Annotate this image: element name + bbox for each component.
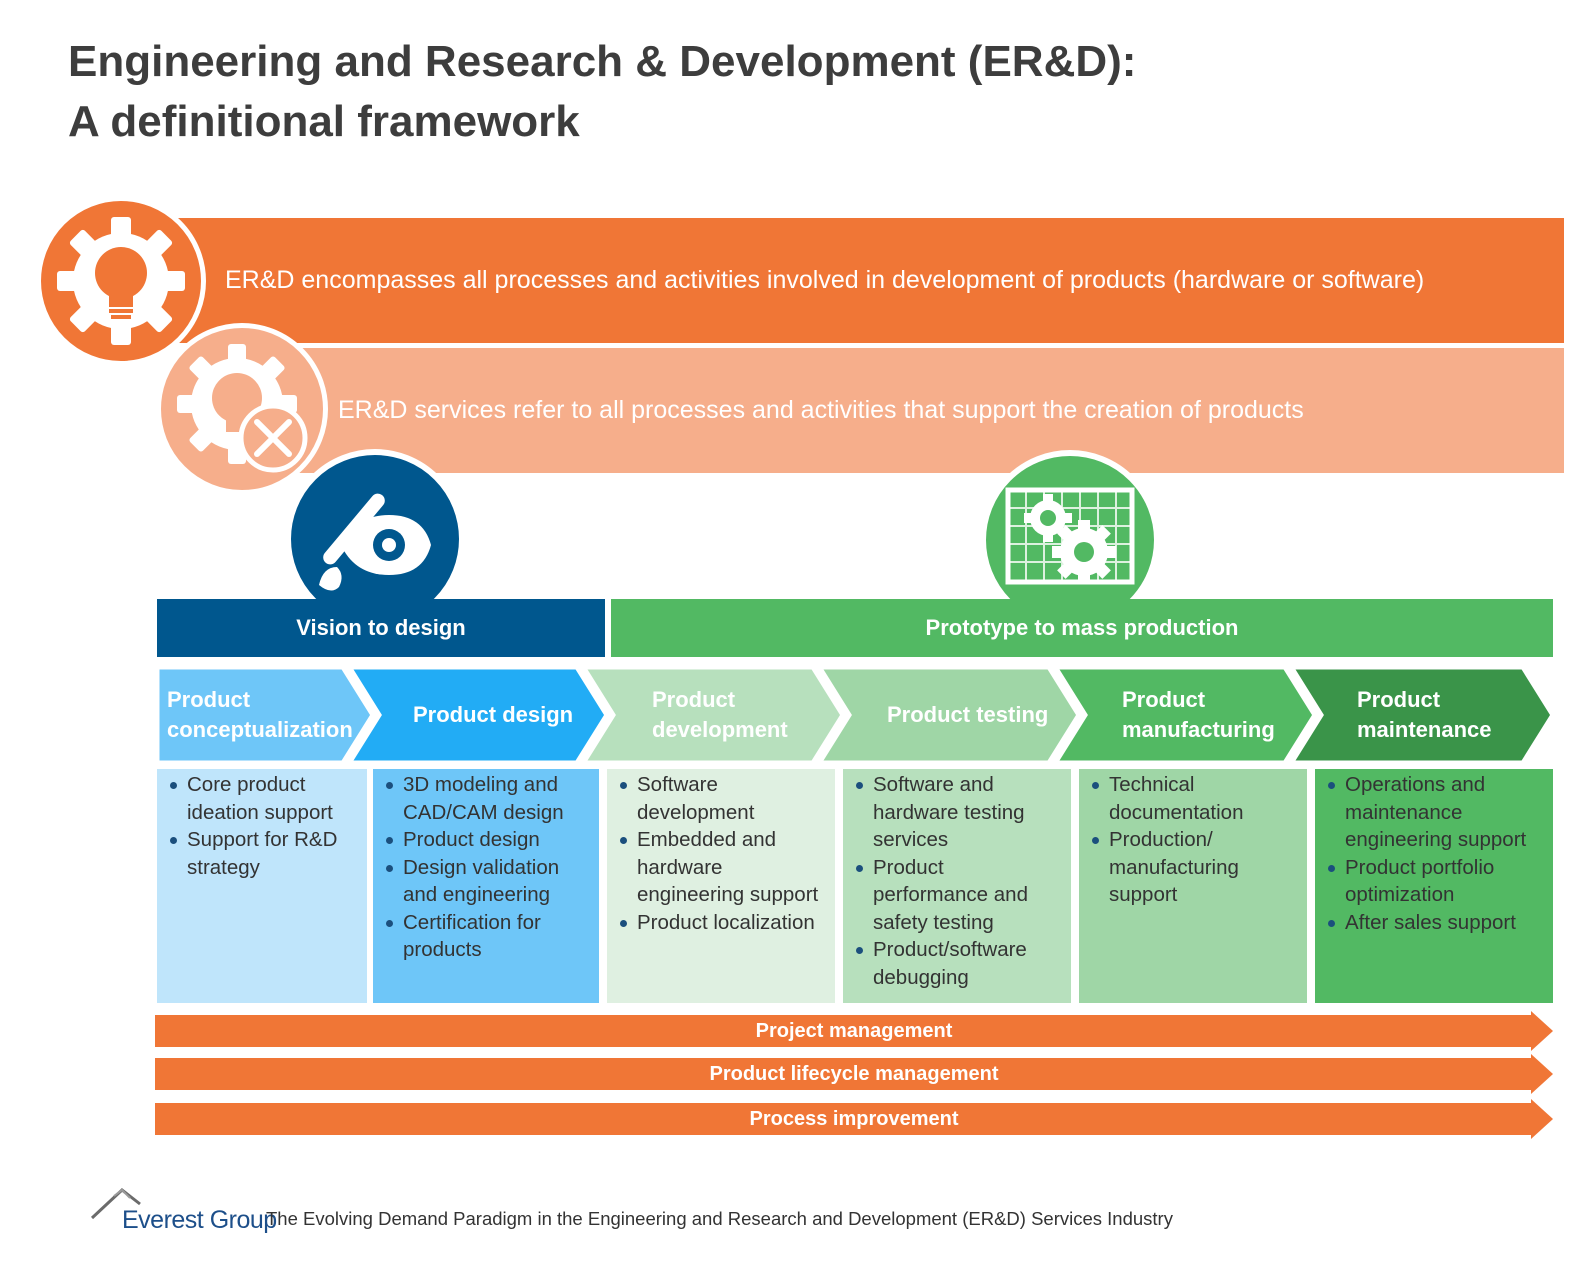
list-item: Production/ manufacturing support	[1087, 826, 1299, 909]
title-line-1: Engineering and Research & Development (…	[68, 37, 1137, 86]
stage-label-manufacturing: Product manufacturing	[1122, 687, 1275, 742]
phase-vision-label: Vision to design	[296, 615, 466, 640]
footer: Everest Group The Evolving Demand Paradi…	[90, 1180, 1173, 1240]
list-item: Product design	[381, 826, 591, 854]
stage-label-maintenance: Product maintenance	[1357, 687, 1492, 742]
stage-column-conceptualization: Core product ideation support Support fo…	[157, 769, 367, 1003]
stage-column-design: 3D modeling and CAD/CAM design Product d…	[373, 769, 599, 1003]
gear-lightbulb-icon	[36, 196, 206, 366]
erd-definition-band: ER&D encompasses all processes and activ…	[150, 218, 1564, 343]
phase-vision-to-design: Vision to design	[157, 599, 605, 657]
list-item: Software development	[615, 771, 827, 826]
list-item: 3D modeling and CAD/CAM design	[381, 771, 591, 826]
stage-label-conceptualization: Product conceptualization	[167, 687, 353, 742]
list-item: Certification for products	[381, 909, 591, 964]
list-item: Product/software debugging	[851, 936, 1063, 991]
stage-column-manufacturing: Technical documentation Production/ manu…	[1079, 769, 1307, 1003]
list-item: Product localization	[615, 909, 827, 937]
list-item: Operations and maintenance engineering s…	[1323, 771, 1545, 854]
list-item: Design validation and engineering	[381, 854, 591, 909]
phase-prototype-label: Prototype to mass production	[925, 615, 1239, 640]
stage-label-design: Product design	[413, 702, 574, 727]
phase-prototype-to-mass-production: Prototype to mass production	[611, 599, 1553, 657]
everest-group-logo: Everest Group	[90, 1182, 277, 1240]
stage-column-maintenance: Operations and maintenance engineering s…	[1315, 769, 1553, 1003]
list-item: Support for R&D strategy	[165, 826, 359, 881]
gear-lightbulb-tools-icon	[156, 323, 328, 495]
title-line-2: A definitional framework	[68, 97, 580, 146]
erd-definition-text: ER&D encompasses all processes and activ…	[225, 266, 1425, 294]
footer-caption: The Evolving Demand Paradigm in the Engi…	[266, 1208, 1173, 1229]
list-item: Product performance and safety testing	[851, 854, 1063, 937]
stage-column-development: Software development Embedded and hardwa…	[607, 769, 835, 1003]
process-improvement-label: Process improvement	[749, 1107, 959, 1130]
list-item: Software and hardware testing services	[851, 771, 1063, 854]
stage-label-testing: Product testing	[887, 702, 1049, 727]
page-title: Engineering and Research & Development (…	[68, 32, 1368, 152]
list-item: Technical documentation	[1087, 771, 1299, 826]
stage-label-development: Product development	[652, 687, 788, 742]
list-item: Product portfolio optimization	[1323, 854, 1545, 909]
erd-services-text: ER&D services refer to all processes and…	[338, 396, 1304, 424]
list-item: After sales support	[1323, 909, 1545, 937]
project-management-label: Project management	[755, 1019, 953, 1042]
list-item: Core product ideation support	[165, 771, 359, 826]
product-lifecycle-management-label: Product lifecycle management	[709, 1062, 999, 1085]
stage-column-testing: Software and hardware testing services P…	[843, 769, 1071, 1003]
brand-name: Everest Group	[122, 1206, 277, 1234]
erd-services-band: ER&D services refer to all processes and…	[260, 348, 1564, 473]
list-item: Embedded and hardware engineering suppor…	[615, 826, 827, 909]
